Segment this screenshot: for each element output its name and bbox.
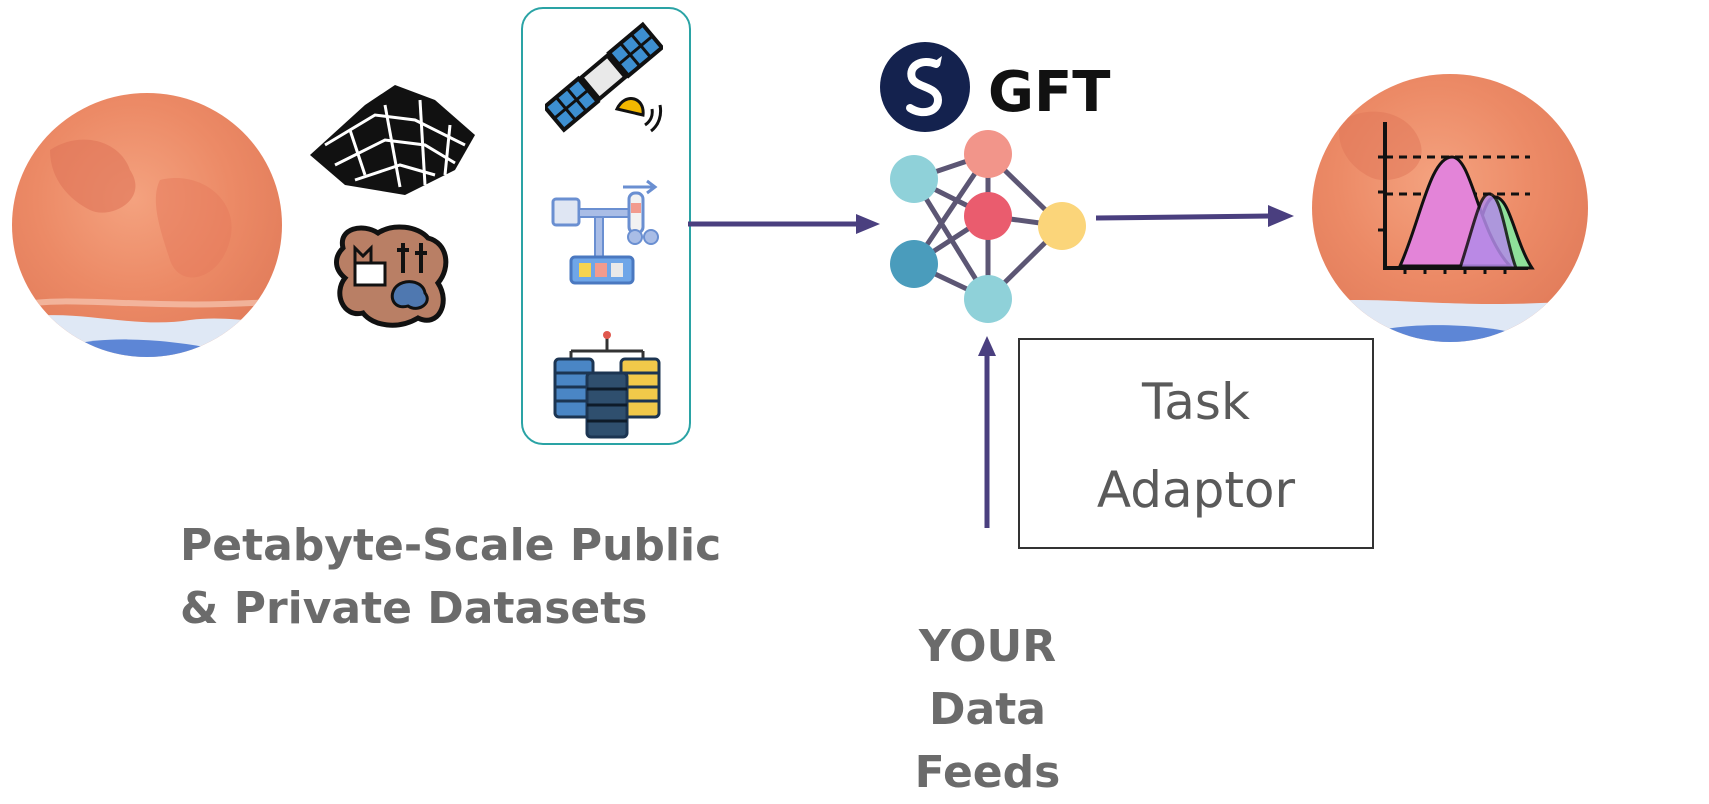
satellite-icon [545,17,663,139]
weather-station-icon [551,179,661,287]
datasets-label: Petabyte-Scale Public & Private Datasets [180,514,721,640]
gft-logo-icon [878,40,972,134]
neural-network-icon [884,124,1094,329]
arrow-to-output [1096,200,1300,230]
data-feeds-label: YOUR Data Feeds [850,615,1125,804]
land-use-map-icon [333,218,453,333]
left-globe-icon [10,90,285,360]
feeds-line1: YOUR [918,621,1057,672]
feeds-line2: Data Feeds [914,684,1061,798]
database-stack-icon [551,329,663,441]
arrow-from-feeds [972,332,1002,532]
terrain-mesh-icon [305,75,485,205]
datasets-line1: Petabyte-Scale Public [180,520,722,571]
data-sources-panel [521,7,691,445]
task-adaptor-line2: Adaptor [1096,461,1296,519]
output-globe-icon [1310,72,1709,344]
datasets-line2: & Private Datasets [180,583,648,634]
arrow-to-model [688,206,888,236]
gft-title: GFT [988,60,1111,125]
task-adaptor-line1: Task [1142,373,1250,431]
task-adaptor-box: Task Adaptor [1018,338,1374,549]
